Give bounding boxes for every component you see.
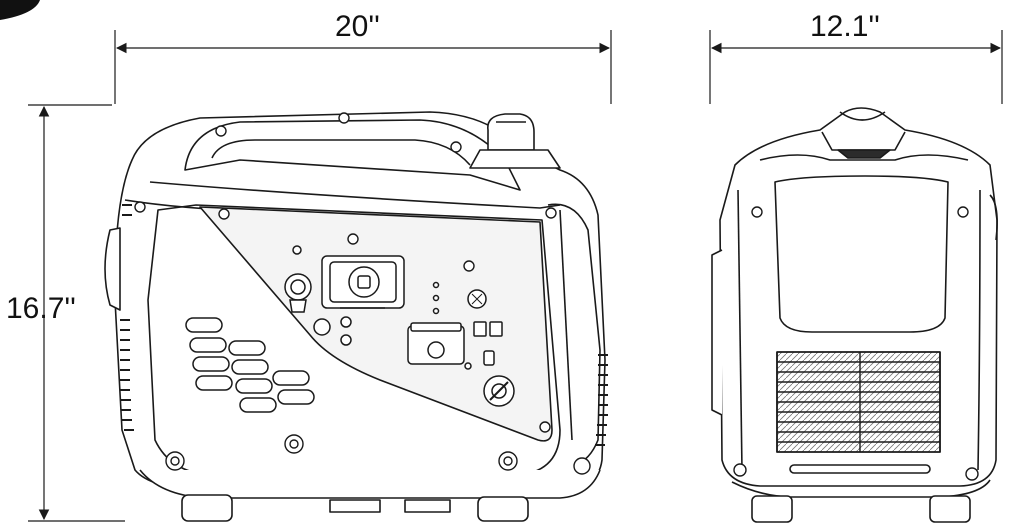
fuel-cap <box>487 113 535 151</box>
front-view <box>711 107 998 523</box>
right-vent-ribs <box>595 354 608 446</box>
width-side-label: 20'' <box>335 10 380 43</box>
panel-components <box>284 245 515 407</box>
base <box>139 469 601 499</box>
front-foot-right <box>929 495 971 523</box>
usb-port-2 <box>489 321 503 337</box>
left-vent-ribs <box>120 204 134 431</box>
front-panel <box>774 175 949 333</box>
side-vent-slots <box>185 317 315 413</box>
grille-bars <box>777 352 940 452</box>
reset-button <box>313 318 331 336</box>
height-dimension <box>28 104 125 522</box>
usb-port-1 <box>473 321 487 337</box>
side-screws <box>134 112 591 475</box>
corner-mark <box>0 0 40 20</box>
foot-left <box>181 494 233 522</box>
width-side-dimension <box>114 30 612 104</box>
height-label: 16.7'' <box>6 292 76 325</box>
indicator-light <box>292 245 302 255</box>
width-front-label: 12.1'' <box>810 10 880 43</box>
foot-right <box>477 496 529 522</box>
front-screws <box>733 206 979 481</box>
width-front-dimension <box>709 30 1003 104</box>
front-foot-left <box>751 495 793 523</box>
